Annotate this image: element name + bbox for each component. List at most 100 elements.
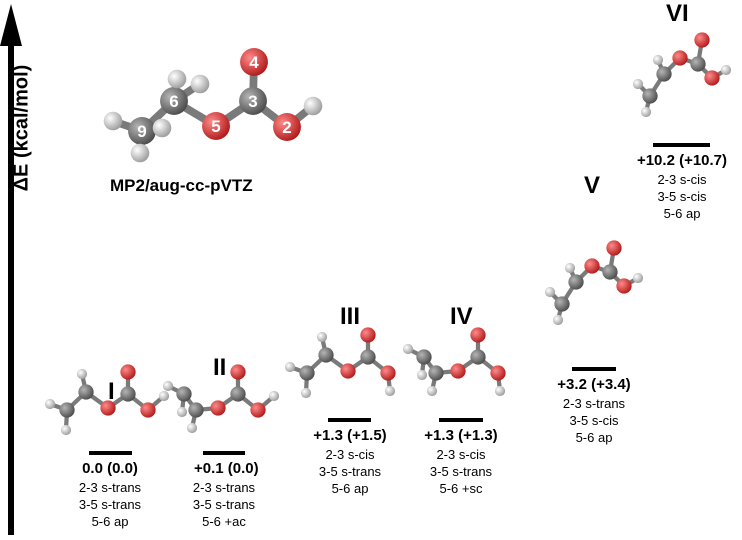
carbon-atom: [568, 274, 584, 290]
conformer-label-IV: IV: [450, 303, 473, 330]
hydrogen-atom: [44, 398, 56, 410]
carbon-atom: [360, 349, 376, 365]
oxygen-atom: [606, 240, 622, 256]
torsion-I-2: 3-5 s-trans: [78, 497, 142, 512]
carbon-atom: [239, 87, 267, 115]
hydrogen-atom: [402, 343, 414, 355]
axis-arrowhead: [0, 4, 22, 46]
hydrogen-atom: [76, 368, 88, 380]
oxygen-atom: [490, 365, 506, 381]
torsion-I-3: 5-6 ap: [91, 514, 129, 529]
carbon-atom: [428, 365, 444, 381]
molecule-VI: [632, 32, 732, 118]
conformer-label-VI: VI: [666, 0, 689, 27]
hydrogen-atom: [652, 54, 664, 66]
hydrogen-atom: [426, 385, 438, 397]
hydrogen-atom: [494, 385, 506, 397]
torsion-list-II: 2-3 s-trans 3-5 s-trans 5-6 +ac: [184, 479, 264, 530]
energy-value-IV: +1.3 (+1.3): [424, 427, 498, 444]
oxygen-atom: [694, 32, 710, 48]
torsion-list-III: 2-3 s-cis 3-5 s-trans 5-6 ap: [310, 446, 390, 497]
torsion-VI-2: 3-5 s-cis: [657, 189, 707, 204]
torsion-II-2: 3-5 s-trans: [192, 497, 256, 512]
oxygen-atom: [584, 258, 600, 274]
oxygen-atom: [672, 50, 688, 66]
torsion-list-V: 2-3 s-trans 3-5 s-cis 5-6 ap: [554, 395, 634, 446]
atom-number-label: 5: [211, 117, 220, 136]
hydrogen-atom: [268, 390, 280, 402]
hydrogen-atom: [640, 106, 652, 118]
carbon-atom: [690, 56, 706, 72]
hydrogen-atom: [303, 96, 323, 116]
hydrogen-atom: [284, 361, 296, 373]
molecule-II: [162, 364, 280, 434]
carbon-atom: [299, 365, 315, 381]
molecule-I: [44, 364, 170, 436]
torsion-list-VI: 2-3 s-cis 3-5 s-cis 5-6 ap: [642, 171, 722, 222]
oxygen-atom: [470, 327, 486, 343]
method-label: MP2/aug-cc-pVTZ: [110, 176, 253, 195]
carbon-atom: [602, 264, 618, 280]
energy-axis: [0, 4, 22, 535]
carbon-atom: [656, 66, 672, 82]
torsion-IV-3: 5-6 +sc: [439, 481, 483, 496]
carbon-atom: [416, 349, 432, 365]
torsion-list-I: 2-3 s-trans 3-5 s-trans 5-6 ap: [70, 479, 150, 530]
hydrogen-atom: [632, 272, 644, 284]
oxygen-atom: [240, 48, 268, 76]
energy-levels: [89, 143, 710, 455]
atom-number-label: 6: [169, 92, 178, 111]
hydrogen-atom: [103, 111, 123, 131]
hydrogen-atom: [162, 380, 174, 392]
conformer-label-II: II: [213, 354, 227, 381]
hydrogen-atom: [316, 331, 328, 343]
torsion-V-3: 5-6 ap: [575, 430, 613, 445]
hydrogen-atom: [552, 314, 564, 326]
oxygen-atom: [380, 365, 396, 381]
hydrogen-atom: [720, 64, 732, 76]
molecule-III: [284, 327, 396, 399]
torsion-III-2: 3-5 s-trans: [318, 464, 382, 479]
oxygen-atom: [450, 363, 466, 379]
torsion-VI-1: 2-3 s-cis: [657, 172, 707, 187]
oxygen-atom: [360, 327, 376, 343]
conformer-label-I: I: [108, 378, 115, 405]
torsion-VI-3: 5-6 ap: [663, 206, 701, 221]
hydrogen-atom: [176, 406, 188, 418]
energy-value-III: +1.3 (+1.5): [313, 427, 387, 444]
hydrogen-atom: [167, 69, 187, 89]
hydrogen-atom: [152, 118, 172, 138]
oxygen-atom: [250, 402, 266, 418]
hydrogen-atom: [632, 78, 644, 90]
hydrogen-atom: [158, 390, 170, 402]
torsion-II-3: 5-6 +ac: [202, 514, 246, 529]
carbon-atom: [642, 88, 658, 104]
carbon-atom: [128, 117, 156, 145]
torsion-IV-1: 2-3 s-cis: [436, 447, 486, 462]
carbon-atom: [554, 296, 570, 312]
oxygen-atom: [340, 363, 356, 379]
carbon-atom: [160, 87, 188, 115]
torsion-III-1: 2-3 s-cis: [325, 447, 375, 462]
hydrogen-atom: [190, 74, 210, 94]
atom-number-label: 4: [249, 53, 259, 72]
torsion-II-1: 2-3 s-trans: [192, 480, 256, 495]
carbon-atom: [120, 386, 136, 402]
conformer-label-V: V: [584, 172, 601, 199]
energy-value-II: +0.1 (0.0): [194, 460, 259, 477]
carbon-atom: [470, 349, 486, 365]
oxygen-atom: [616, 278, 632, 294]
oxygen-atom: [210, 400, 226, 416]
hydrogen-atom: [186, 422, 198, 434]
energy-value-V: +3.2 (+3.4): [557, 376, 631, 393]
carbon-atom: [188, 402, 204, 418]
oxygen-atom: [140, 402, 156, 418]
torsion-III-3: 5-6 ap: [331, 481, 369, 496]
torsion-V-2: 3-5 s-cis: [569, 413, 619, 428]
carbon-atom: [230, 386, 246, 402]
torsion-list-IV: 2-3 s-cis 3-5 s-trans 5-6 +sc: [421, 446, 501, 497]
torsion-IV-2: 3-5 s-trans: [429, 464, 493, 479]
energy-value-I: 0.0 (0.0): [82, 460, 138, 477]
